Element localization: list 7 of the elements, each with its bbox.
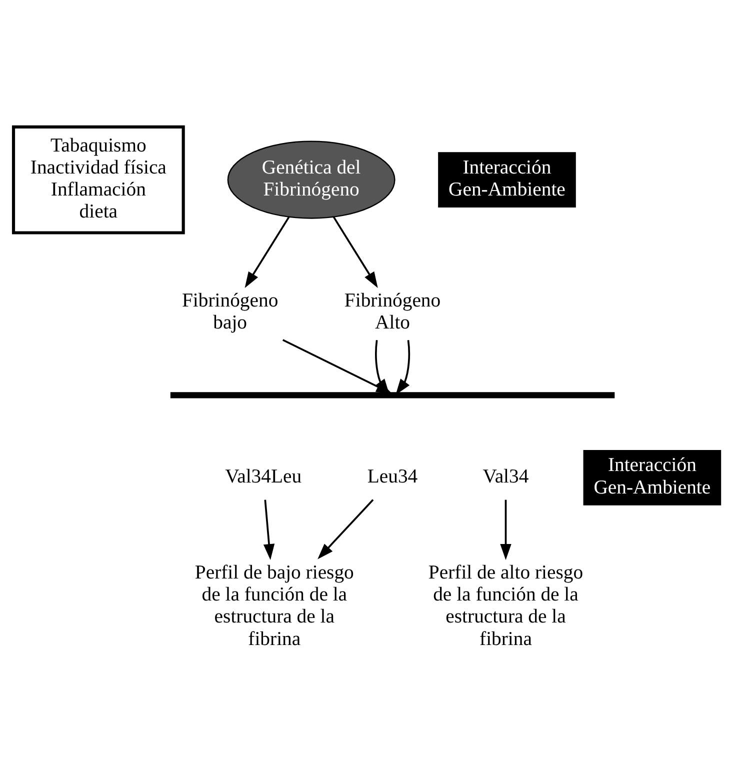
- node-text: Perfil de bajo riesgo de la función de la estructura de la fibrina: [194, 561, 354, 650]
- node-text: Leu34: [367, 465, 418, 488]
- node-text: Val34Leu: [225, 465, 302, 488]
- node-text: Perfil de alto riesgo de la función de la estructura de la fibrina: [428, 561, 584, 650]
- node-text: Fibrinógeno bajo: [182, 289, 278, 334]
- node-text: Fibrinógeno Alto: [344, 289, 441, 334]
- node-text: Val34: [482, 465, 529, 488]
